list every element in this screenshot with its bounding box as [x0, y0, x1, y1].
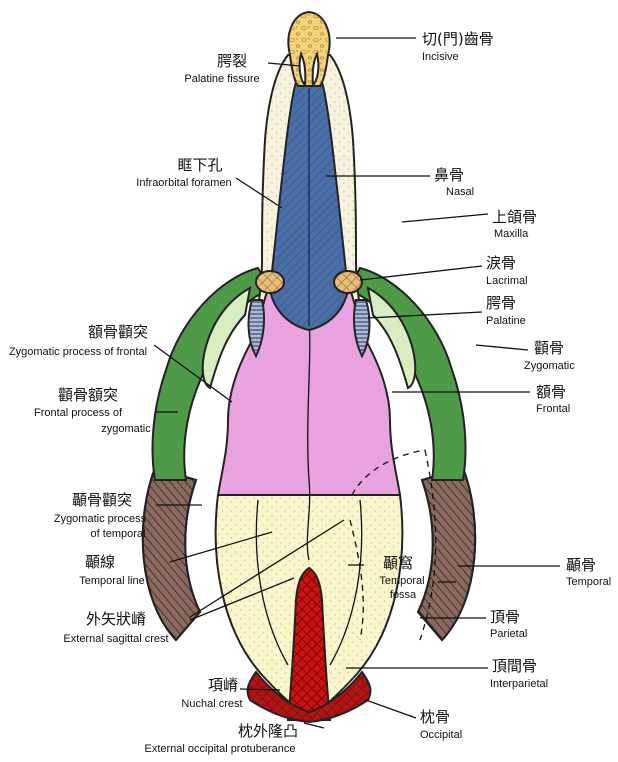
svg-text:Temporal: Temporal	[566, 576, 611, 588]
svg-text:額骨: 額骨	[536, 383, 566, 401]
svg-text:顳線: 顳線	[85, 553, 115, 571]
svg-text:切(門)齒骨: 切(門)齒骨	[422, 30, 494, 48]
svg-text:External sagittal crest: External sagittal crest	[63, 633, 168, 645]
label-lacrimal: 淚骨 Lacrimal	[486, 254, 528, 287]
occipital-bone	[246, 670, 372, 724]
label-zygomatic-process-frontal: 額骨顴突 Zygomatic process of frontal	[9, 323, 148, 358]
svg-text:額骨顴突: 額骨顴突	[88, 323, 148, 341]
label-palatine: 腭骨 Palatine	[486, 294, 526, 327]
label-zygomatic: 顴骨 Zygomatic	[524, 339, 575, 372]
svg-text:Nuchal crest: Nuchal crest	[181, 698, 242, 710]
svg-text:Maxilla: Maxilla	[494, 228, 529, 240]
svg-text:Occipital: Occipital	[420, 729, 462, 741]
svg-text:腭骨: 腭骨	[486, 294, 516, 312]
svg-text:Interparietal: Interparietal	[490, 678, 548, 690]
svg-text:Palatine fissure: Palatine fissure	[184, 73, 259, 85]
label-infraorbital-foramen: 眶下孔 Infraorbital foramen	[136, 156, 231, 189]
svg-text:Palatine: Palatine	[486, 315, 526, 327]
label-external-occipital-protuberance: 枕外隆凸 External occipital protuberance	[144, 722, 298, 755]
label-nuchal-crest: 項嵴 Nuchal crest	[181, 676, 242, 710]
label-temporal-fossa: 顳窩 Temporal fossa	[379, 554, 424, 601]
svg-text:Nasal: Nasal	[446, 186, 474, 198]
svg-text:眶下孔: 眶下孔	[177, 156, 222, 174]
nasal-bone	[268, 81, 350, 332]
svg-text:枕骨: 枕骨	[420, 708, 450, 726]
label-incisive: 切(門)齒骨 Incisive	[422, 30, 494, 63]
svg-text:of temporal: of temporal	[90, 528, 145, 540]
svg-text:頂間骨: 頂間骨	[492, 657, 537, 675]
label-maxilla: 上頜骨 Maxilla	[492, 208, 537, 240]
svg-text:zygomatic: zygomatic	[101, 423, 151, 435]
label-temporal-line: 顳線 Temporal line	[79, 553, 144, 587]
svg-text:Zygomatic process of frontal: Zygomatic process of frontal	[9, 346, 147, 358]
label-temporal: 顳骨 Temporal	[566, 556, 611, 588]
svg-text:Parietal: Parietal	[490, 628, 527, 640]
temporal-bone	[141, 466, 477, 642]
svg-text:顴骨額突: 顴骨額突	[58, 386, 118, 404]
svg-text:淚骨: 淚骨	[486, 254, 516, 272]
label-frontal: 額骨 Frontal	[536, 383, 570, 415]
svg-text:Infraorbital foramen: Infraorbital foramen	[136, 177, 231, 189]
incisive-bone	[287, 10, 331, 88]
svg-text:顳窩: 顳窩	[383, 554, 413, 572]
palatine-bone	[247, 299, 371, 359]
svg-text:項嵴: 項嵴	[208, 676, 238, 694]
label-zygomatic-process-temporal: 顳骨顴突 Zygomatic process of temporal	[54, 491, 147, 540]
lacrimal-bone	[255, 270, 363, 294]
label-palatine-fissure: 腭裂 Palatine fissure	[184, 52, 259, 85]
label-external-sagittal-crest: 外矢狀嵴 External sagittal crest	[63, 610, 168, 645]
svg-text:鼻骨: 鼻骨	[434, 166, 464, 184]
svg-text:Zygomatic process: Zygomatic process	[54, 513, 147, 525]
svg-text:Lacrimal: Lacrimal	[486, 275, 528, 287]
svg-text:顳骨顴突: 顳骨顴突	[72, 491, 132, 509]
svg-text:fossa: fossa	[390, 589, 417, 601]
svg-text:腭裂: 腭裂	[217, 52, 247, 70]
svg-text:Zygomatic: Zygomatic	[524, 360, 575, 372]
svg-text:顴骨: 顴骨	[534, 339, 564, 357]
label-frontal-process-zygomatic: 顴骨額突 Frontal process of zygomatic	[34, 386, 151, 435]
interparietal-bone	[286, 566, 332, 721]
svg-text:頂骨: 頂骨	[490, 608, 520, 626]
svg-text:上頜骨: 上頜骨	[492, 208, 537, 226]
label-parietal: 頂骨 Parietal	[490, 608, 527, 640]
zygomatic-bone	[151, 266, 467, 481]
label-interparietal: 頂間骨 Interparietal	[490, 657, 548, 690]
svg-text:Incisive: Incisive	[422, 51, 459, 63]
svg-text:外矢狀嵴: 外矢狀嵴	[86, 610, 146, 628]
svg-text:External occipital protuberanc: External occipital protuberance	[144, 743, 295, 755]
svg-text:Frontal: Frontal	[536, 403, 570, 415]
svg-text:顳骨: 顳骨	[566, 556, 596, 574]
svg-text:枕外隆凸: 枕外隆凸	[238, 722, 298, 740]
svg-text:Temporal line: Temporal line	[79, 575, 144, 587]
svg-text:Frontal process of: Frontal process of	[34, 407, 123, 419]
label-nasal: 鼻骨 Nasal	[434, 166, 474, 198]
leader-lines	[153, 37, 560, 729]
svg-text:Temporal: Temporal	[379, 575, 424, 587]
label-occipital: 枕骨 Occipital	[420, 708, 462, 741]
